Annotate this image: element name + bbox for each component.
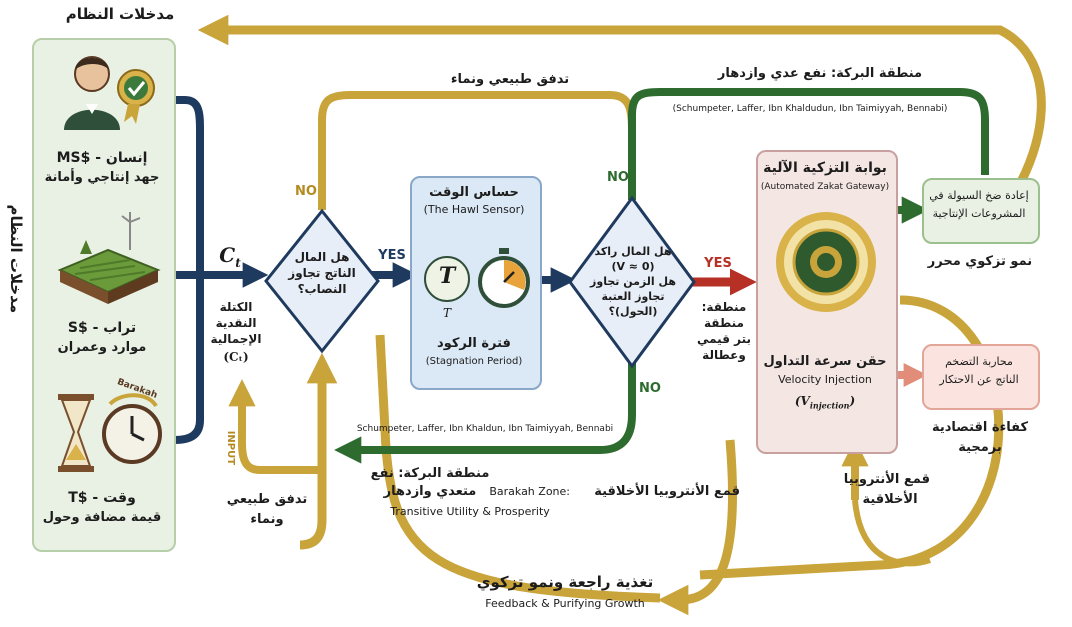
hawl-period-en: (Stagnation Period) bbox=[425, 356, 523, 367]
feedback-arrow bbox=[657, 439, 737, 616]
gateway-subtitle: (Automated Zakat Gateway) bbox=[760, 182, 890, 192]
input-time-sub: قيمة مضافة وحول bbox=[42, 510, 162, 525]
input-land-sub: موارد وعمران bbox=[57, 340, 147, 355]
decision2-line-2: (V ≈ 0) bbox=[611, 260, 655, 273]
t-glyph: T bbox=[438, 263, 456, 289]
inputs-side-label: مدخلات النظام bbox=[6, 204, 25, 314]
ct-label-symbol: (Cₜ) bbox=[223, 350, 249, 364]
bottom-zone-en-1: Barakah Zone: bbox=[489, 485, 570, 498]
input-land-label: تراب - $S bbox=[67, 320, 137, 336]
decision2-diamond bbox=[568, 195, 696, 369]
hawl-title: حساس الوقت bbox=[429, 185, 519, 200]
barakah-loop-top bbox=[628, 88, 989, 200]
decision1-yes-label: YES bbox=[378, 248, 406, 263]
land-icon bbox=[57, 212, 161, 304]
stopwatch-icon bbox=[478, 248, 530, 308]
feedback-en: Feedback & Purifying Growth bbox=[485, 597, 645, 610]
suppress-entropy-2-line-1: قمع الأنتروبيا bbox=[843, 472, 930, 487]
gateway-injection-sym: (Vinjection) bbox=[794, 394, 856, 411]
suppress-entropy-1: قمع الأنتروبيا الأخلاقية bbox=[594, 484, 740, 499]
gateway-injection-ar: حقن سرعة التداول bbox=[763, 354, 887, 369]
bottom-zone-ar-1: منطقة البركة: نفع bbox=[370, 466, 490, 481]
decision2-line-4: تجاوز العتبة bbox=[601, 290, 665, 303]
decision2-no-top: NO bbox=[607, 170, 629, 185]
inflation-box bbox=[922, 344, 1040, 410]
dead-zone-2: منطقة bbox=[704, 316, 744, 330]
reinject-line-2: المشروعات الإنتاجية bbox=[932, 207, 1026, 220]
decision2-line-3: هل الزمن تجاوز bbox=[590, 275, 676, 288]
gateway-injection-en: Velocity Injection bbox=[778, 373, 872, 386]
barakah-zone-top-label: منطقة البركة: نفع عدي وازدهار bbox=[717, 66, 923, 81]
outer-feedback-loop bbox=[197, 14, 1046, 218]
hourglass-clock-icon bbox=[58, 393, 162, 472]
free-growth: نمو تزكوي محرر bbox=[927, 254, 1033, 269]
barakah-loop-bottom bbox=[334, 335, 636, 464]
ct-label-2: النقدية bbox=[215, 316, 257, 330]
dead-zone-3: بتر قيمي bbox=[697, 332, 751, 346]
decision1-line-1: هل المال bbox=[294, 250, 350, 264]
inputs-title: مدخلات النظام bbox=[65, 5, 175, 23]
hawl-subtitle: (The Hawl Sensor) bbox=[423, 203, 525, 216]
dead-zone-1: منطقة: bbox=[701, 300, 747, 314]
natural-flow-top-label: تدفق طبيعي ونماء bbox=[450, 72, 570, 87]
natural-flow-2-line-2: ونماء bbox=[250, 512, 284, 527]
decision1-line-2: الناتج تجاوز bbox=[288, 266, 356, 280]
decision2-yes-label: YES bbox=[704, 256, 732, 271]
zakat-emblem-icon bbox=[776, 212, 876, 312]
ct-label-3: الإجمالية bbox=[210, 332, 262, 346]
feedback-ar: تغذية راجعة ونمو تزكوي bbox=[476, 573, 654, 591]
ct-label-1: الكتلة bbox=[219, 300, 253, 314]
barakah-names-bottom: Schumpeter, Laffer, Ibn Khaldun, Ibn Tai… bbox=[356, 424, 614, 434]
t-small: T bbox=[442, 306, 451, 320]
dead-zone-4: وعطالة bbox=[702, 348, 746, 362]
reinject-line-1: إعادة ضخ السيولة في bbox=[929, 189, 1029, 202]
bottom-zone-en-2: Transitive Utility & Prosperity bbox=[390, 505, 550, 518]
ct-symbol: Ct bbox=[219, 243, 241, 270]
decision2-line-1: هل المال راكد bbox=[594, 245, 672, 258]
efficiency-2: برمجية bbox=[958, 440, 1002, 455]
gateway-feedback-loop bbox=[699, 295, 1004, 580]
input-tag: INPUT bbox=[224, 430, 236, 466]
inflation-line-2: الناتج عن الاحتكار bbox=[939, 373, 1019, 386]
suppress-entropy-2-line-2: الأخلاقية bbox=[862, 492, 918, 507]
input-human-label: إنسان - $MS bbox=[56, 150, 148, 166]
input-return-arrow bbox=[228, 379, 322, 474]
t-glyph-circle bbox=[424, 256, 470, 302]
input-human-sub: جهد إنتاجي وأمانة bbox=[44, 170, 160, 185]
decision1-no-label: NO bbox=[295, 184, 317, 199]
decision2-no-bottom: NO bbox=[639, 381, 661, 396]
decision1-line-3: النصاب؟ bbox=[297, 282, 347, 296]
efficiency-1: كفاءة اقتصادية bbox=[931, 420, 1029, 435]
hawl-period-ar: فترة الركود bbox=[437, 336, 511, 351]
barakah-names-top: (Schumpeter, Laffer, Ibn Khaldudun, Ibn … bbox=[672, 104, 948, 114]
decision1-diamond bbox=[264, 208, 380, 354]
human-icon bbox=[64, 56, 155, 130]
input-time-label: وقت - $T bbox=[68, 490, 136, 506]
natural-flow-2-line-1: تدفق طبيعي bbox=[226, 492, 308, 507]
reinject-box bbox=[922, 178, 1040, 244]
gateway-title: بوابة التزكية الآلية bbox=[763, 160, 887, 176]
decision2-line-5: (الحول)؟ bbox=[608, 305, 658, 318]
input-bus bbox=[170, 96, 204, 444]
bottom-zone-ar-2: متعدي وازدهار bbox=[383, 484, 477, 499]
inflation-line-1: محاربة التضخم bbox=[945, 355, 1013, 368]
